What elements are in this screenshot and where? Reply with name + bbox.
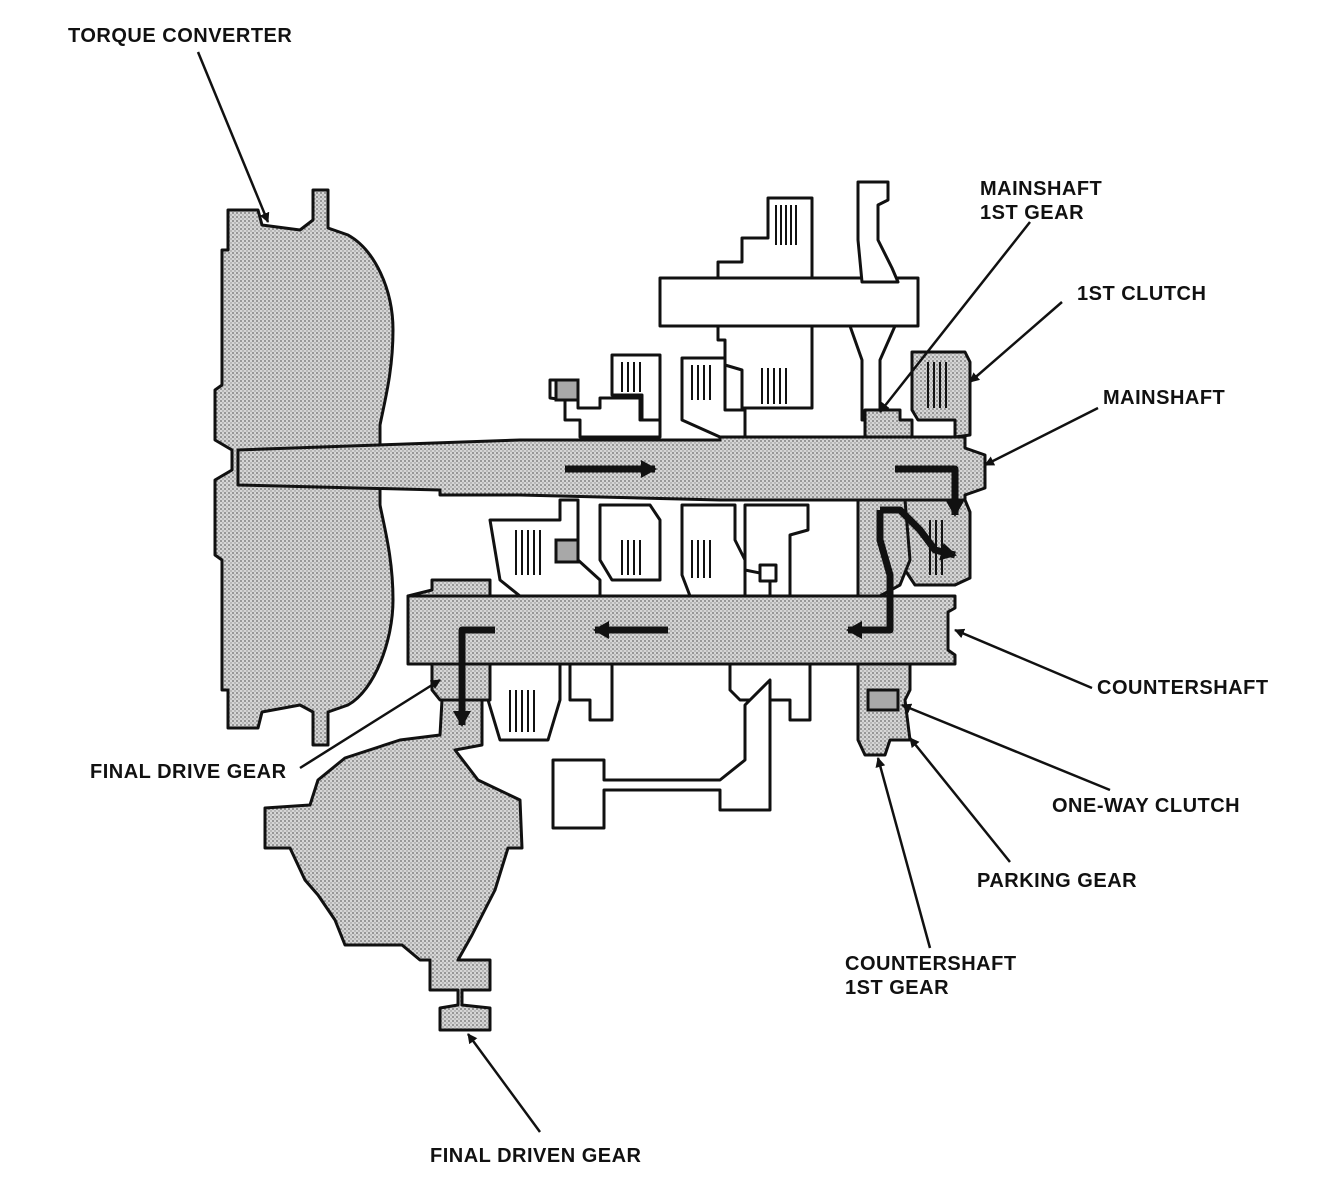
leader-lines — [196, 51, 1111, 1133]
label-mainshaft-1st-gear-line2: 1ST GEAR — [980, 202, 1084, 224]
first-clutch-plates — [927, 362, 947, 408]
label-mainshaft-1st-gear-line1: MAINSHAFT — [980, 178, 1102, 200]
countershaft-clutch-drums — [488, 498, 810, 598]
label-countershaft-1st-gear-line2: 1ST GEAR — [845, 977, 949, 999]
upper-gear-stack — [658, 180, 920, 422]
first-clutch-lower-drum — [903, 498, 972, 587]
mainshaft-clutch-drums — [548, 353, 747, 439]
mainshaft-1st-gear — [863, 408, 914, 439]
power-flow-path — [453, 460, 964, 727]
label-1st-clutch: 1ST CLUTCH — [1077, 283, 1206, 305]
label-final-driven-gear: FINAL DRIVEN GEAR — [430, 1145, 642, 1167]
label-torque-converter: TORQUE CONVERTER — [68, 25, 292, 47]
label-final-drive-gear: FINAL DRIVE GEAR — [90, 761, 287, 783]
parking-gear — [866, 688, 900, 712]
lower-gear-stack — [486, 662, 812, 830]
label-parking-gear: PARKING GEAR — [977, 870, 1137, 892]
label-countershaft: COUNTERSHAFT — [1097, 677, 1269, 699]
label-one-way-clutch: ONE-WAY CLUTCH — [1052, 795, 1240, 817]
differential-final-driven-gear — [263, 698, 524, 1032]
label-countershaft-1st-gear-line1: COUNTERSHAFT — [845, 953, 1017, 975]
label-mainshaft: MAINSHAFT — [1103, 387, 1225, 409]
